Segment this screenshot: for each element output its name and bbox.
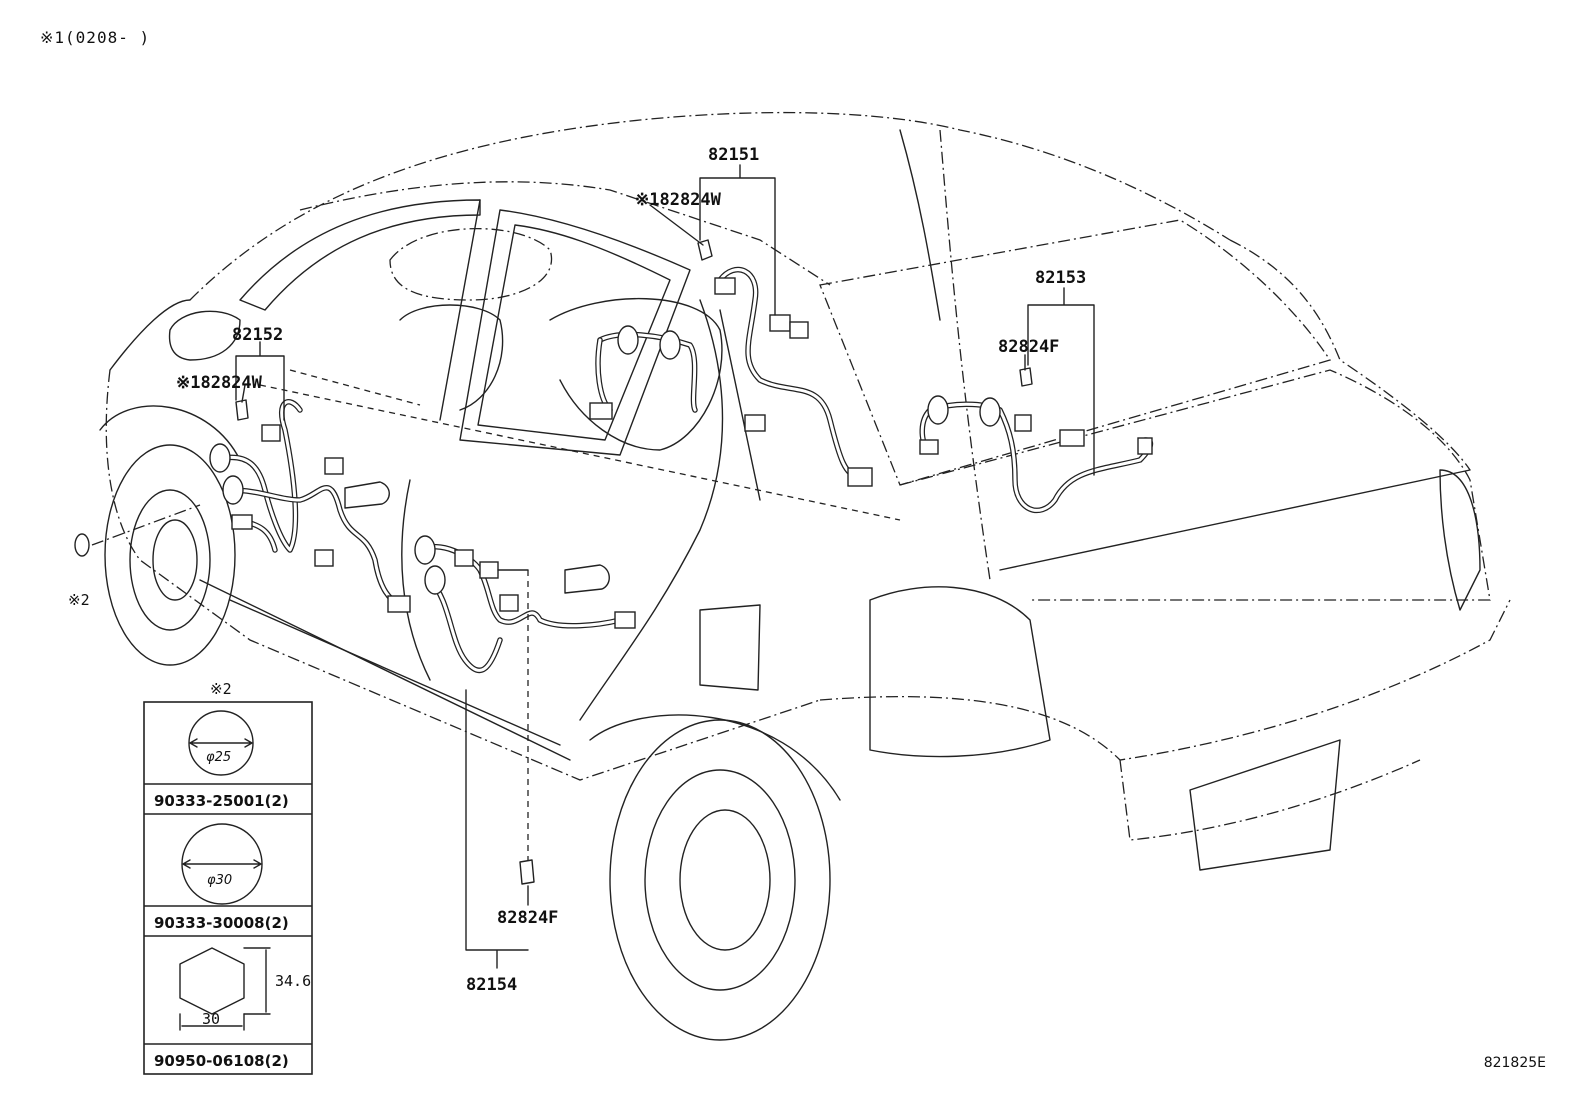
label-clamp-roof: ※182824W bbox=[635, 190, 722, 210]
front-wheel bbox=[99, 405, 241, 666]
parts-row-2: φ30 90333-30008(2) bbox=[154, 823, 289, 932]
label-82154: 82154 bbox=[466, 975, 517, 995]
harness-roof bbox=[589, 239, 873, 487]
parts-row-1-partno: 90333-25001(2) bbox=[154, 792, 289, 810]
label-clamp-rear: 82824F bbox=[998, 337, 1059, 357]
harness-front bbox=[209, 399, 411, 613]
car-body-outline bbox=[105, 111, 1511, 871]
label-grommet-ref: ※2 bbox=[68, 591, 90, 609]
parts-row-2-partno: 90333-30008(2) bbox=[154, 914, 289, 932]
parts-row-3-dim-w: 30 bbox=[202, 1010, 220, 1028]
parts-row-3: 34.6 30 90950-06108(2) bbox=[154, 947, 311, 1070]
label-clamp-front: ※182824W bbox=[176, 373, 263, 393]
diagram-code: 821825E bbox=[1483, 1055, 1546, 1071]
parts-row-1-dim: φ25 bbox=[206, 750, 231, 765]
rear-wheel bbox=[589, 714, 841, 1041]
parts-row-1: φ25 90333-25001(2) bbox=[154, 710, 289, 810]
label-82153: 82153 bbox=[1035, 268, 1086, 288]
parts-table-title: ※2 bbox=[210, 680, 232, 698]
parts-row-3-dim-h: 34.6 bbox=[275, 972, 311, 990]
harness-floor bbox=[414, 535, 636, 674]
parts-row-2-dim: φ30 bbox=[207, 873, 232, 888]
header-note: ※1(0208- ) bbox=[40, 28, 151, 47]
parts-row-3-partno: 90950-06108(2) bbox=[154, 1052, 289, 1070]
clamp-floor-icon bbox=[519, 859, 535, 885]
label-clamp-floor: 82824F bbox=[497, 908, 558, 928]
grommet-icon bbox=[74, 533, 90, 557]
harness-rear bbox=[919, 367, 1154, 513]
label-82152: 82152 bbox=[232, 325, 283, 345]
label-82151: 82151 bbox=[708, 145, 759, 165]
parts-table: ※2 φ25 90333-25001(2) φ30 90333-30008(2)… bbox=[143, 680, 313, 1075]
leader-lines bbox=[235, 164, 1095, 969]
